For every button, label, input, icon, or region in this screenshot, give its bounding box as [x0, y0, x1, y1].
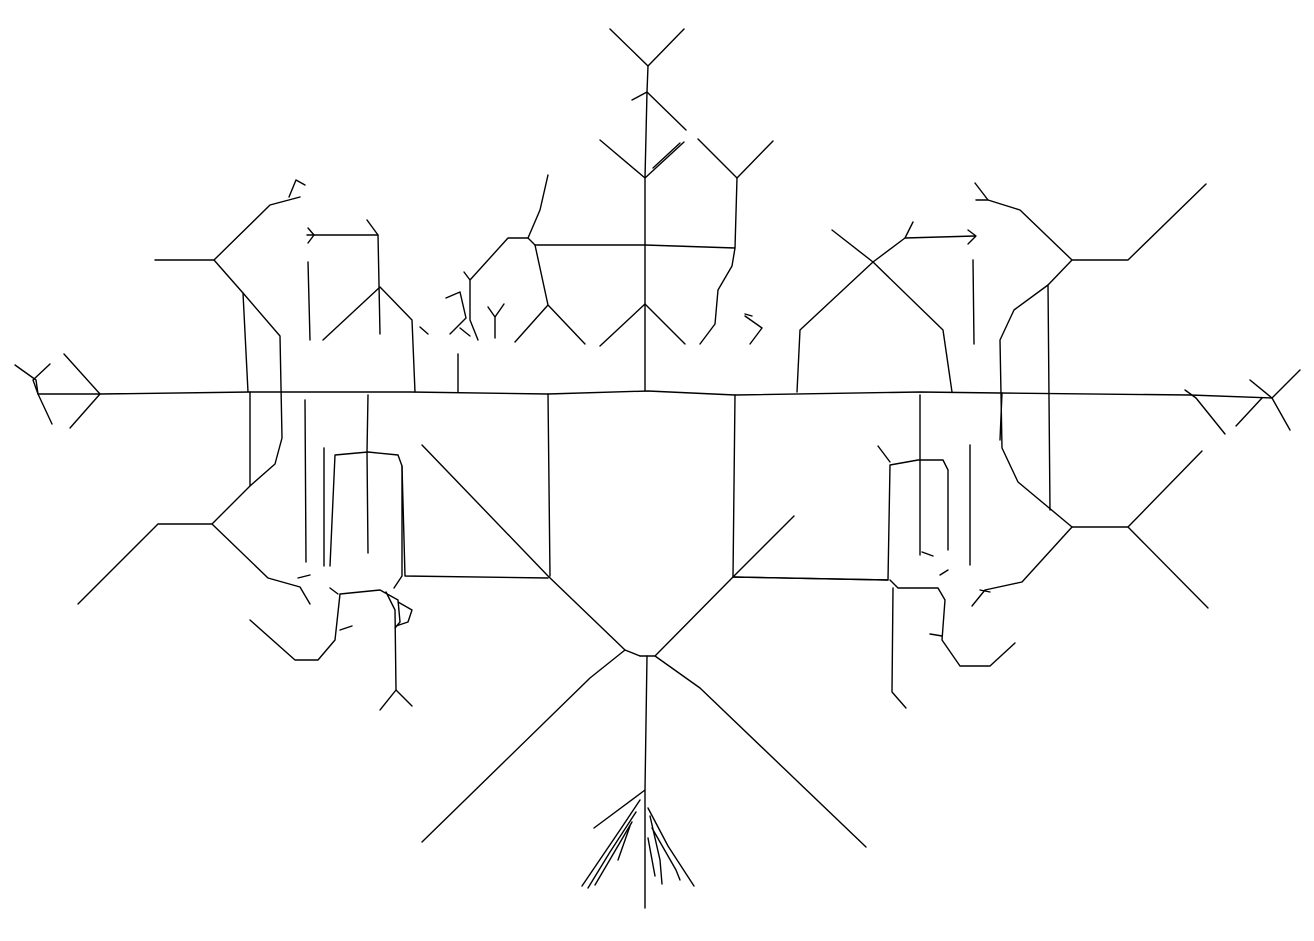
stroke-ur-top-twig — [904, 221, 914, 239]
stroke-uc-stem-bar — [459, 327, 471, 337]
stroke-ll-lower-arm — [249, 589, 401, 661]
stroke-low-trunk — [644, 655, 648, 909]
stroke-lr-arm — [1071, 526, 1209, 609]
stroke-ul-branch-down — [213, 259, 249, 393]
stroke-ul-vert-2 — [366, 219, 381, 335]
stroke-ur-left-arm — [796, 229, 874, 393]
stroke-lr-inner-2 — [921, 551, 934, 557]
stroke-ul-stub — [419, 326, 429, 335]
stroke-ll-inner-2 — [393, 465, 403, 589]
stroke-root-2 — [581, 799, 641, 887]
stroke-uc-small-1 — [463, 271, 479, 341]
stroke-root-5 — [617, 825, 631, 861]
stroke-ll-lower-stem — [379, 591, 397, 711]
stroke-ul-curve — [242, 292, 283, 487]
stroke-ll-vert-1 — [304, 399, 307, 563]
stroke-ll-box — [329, 451, 549, 579]
stroke-right-fork-3 — [1249, 369, 1301, 399]
stroke-root-4 — [594, 821, 633, 886]
stroke-lr-curve-arm — [971, 526, 1073, 607]
stroke-right-fork-2 — [1235, 397, 1263, 427]
stroke-diamond-right-vert — [732, 394, 736, 578]
stroke-lr-box-2 — [877, 445, 891, 463]
stroke-lr-lower — [889, 579, 1016, 667]
stroke-left-fork-lower — [37, 393, 53, 425]
stroke-top-trunk — [644, 65, 649, 392]
stroke-lr-vert-2 — [999, 392, 1003, 441]
stroke-right-fork-4 — [1271, 397, 1291, 431]
stroke-ul-hbar-tick — [307, 227, 315, 244]
stroke-left-arrow-top — [63, 353, 101, 395]
stroke-ur-top — [872, 235, 976, 263]
stroke-uc-tick — [487, 303, 505, 318]
stroke-ll-tick — [297, 574, 311, 579]
stroke-root-1 — [593, 789, 646, 829]
stroke-ll-arm2 — [211, 523, 311, 605]
stroke-lr-lower-stem — [891, 587, 907, 709]
stroke-ur-vert — [972, 259, 975, 345]
stroke-ll-arm — [77, 391, 251, 605]
stroke-tr-down — [699, 177, 738, 345]
stroke-ll-curl-r — [395, 601, 413, 627]
stroke-top-v-left — [599, 303, 646, 347]
stroke-top-v-right — [644, 303, 686, 345]
stroke-lr-lower-tick2 — [939, 569, 949, 576]
stroke-ur-tick — [967, 229, 977, 245]
stroke-top-twig-2 — [599, 139, 685, 179]
stroke-low-left-fan — [421, 649, 626, 843]
stroke-ul-diag — [322, 286, 416, 393]
stroke-diamond-right — [639, 515, 795, 657]
stroke-root-6 — [647, 807, 695, 887]
stroke-root-9 — [647, 837, 656, 877]
stroke-ur-branch-down — [1047, 259, 1073, 511]
stroke-top-twig-1 — [631, 91, 687, 131]
stroke-uc-small-2 — [445, 291, 467, 335]
stroke-ur-right-arm — [872, 261, 953, 393]
stroke-root-7 — [649, 815, 663, 885]
stroke-ll-inner-1 — [366, 394, 369, 554]
stroke-left-fork-upper2 — [32, 363, 51, 395]
stroke-low-right-fan — [654, 655, 867, 848]
stroke-diamond-left — [421, 444, 641, 657]
stroke-ur-curve — [999, 284, 1073, 528]
stroke-top-twig-3 — [652, 142, 681, 169]
stroke-ul-vert-1 — [307, 261, 311, 341]
stroke-root-3 — [587, 811, 637, 889]
stroke-uc-down — [514, 244, 549, 343]
stroke-ll-lower-stem-r — [395, 689, 413, 707]
stroke-lr-curve-tick — [979, 589, 991, 593]
stroke-lr-lower-tick — [929, 633, 943, 637]
stroke-lr-arm-up — [1127, 450, 1203, 528]
stroke-left-arrow-bottom — [69, 393, 101, 429]
stroke-tr-small2 — [744, 313, 753, 317]
diagram-strokes — [14, 28, 1301, 909]
stroke-ul-branch-twig — [288, 179, 306, 198]
stroke-diamond-left-vert — [547, 393, 551, 577]
stroke-lr-box — [732, 459, 949, 581]
stroke-top-v-fork-l — [609, 28, 685, 67]
stroke-h-spine — [37, 390, 1273, 399]
stroke-uc-to-bar — [527, 237, 536, 246]
stroke-uc-arc — [469, 174, 549, 281]
stroke-top-hbar — [534, 244, 736, 249]
stroke-ul-branch-arm — [154, 196, 301, 261]
stroke-tr-arm — [697, 138, 774, 179]
stroke-uc-down-right — [547, 304, 586, 345]
stroke-tr-small — [744, 315, 763, 345]
stroke-root-8 — [651, 827, 681, 881]
stroke-left-fork-upper — [14, 364, 39, 395]
stroke-ur-branch-arm — [974, 182, 1207, 261]
stroke-ll-lower-side — [339, 625, 353, 631]
stroke-ll-lower-curl — [329, 587, 339, 595]
stroke-right-fork-1 — [1184, 389, 1226, 435]
